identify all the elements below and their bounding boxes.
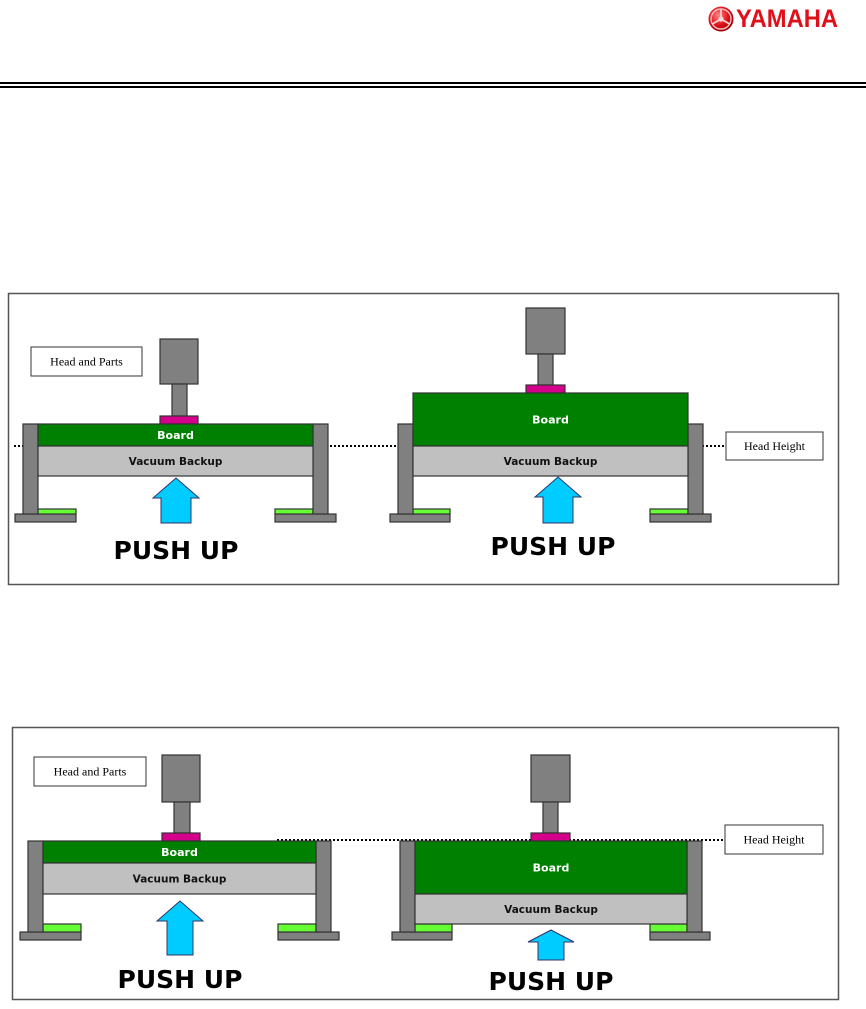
diagram-2-right-push-arrow-icon — [527, 929, 575, 961]
diagram-1-left-vacuum-backup — [37, 445, 314, 477]
header-rule-bottom — [0, 86, 866, 88]
diagram-1-head-and-parts-label-text: Head and Parts — [50, 355, 123, 369]
diagram-2-left-foot-left — [19, 931, 82, 941]
diagram-2-right-pad-left — [414, 923, 453, 933]
diagram-2-right-foot-left — [391, 931, 453, 941]
diagram-2-right-vacuum-label: Vacuum Backup — [504, 904, 598, 916]
diagram-2-right-push-up-label: PUSH UP — [489, 967, 614, 996]
diagram-2-left-post-right — [315, 840, 332, 933]
diagram-2-right-post-right — [686, 840, 703, 933]
diagram-2-right-component-part — [530, 832, 571, 842]
diagram-1-left-vacuum-label: Vacuum Backup — [129, 456, 223, 468]
diagram-2-right-board — [414, 840, 688, 895]
diagram-1-head-height-label-box — [725, 431, 824, 461]
diagram-2-left-push-up-label: PUSH UP — [118, 965, 243, 994]
diagram-1-right-board-label: Board — [532, 414, 569, 427]
diagram-2-right-nozzle-stem — [542, 801, 559, 834]
diagram-1-left-board-label: Board — [157, 429, 194, 442]
diagram-1-head-and-parts-label-box — [30, 346, 143, 377]
diagram-2-right-post-left — [399, 840, 416, 933]
diagram-2-left-head-block — [161, 754, 201, 803]
diagram-2-left-pad-right — [277, 923, 317, 933]
diagram-1-right-vacuum-backup — [412, 445, 689, 477]
header-rule-top — [0, 82, 866, 84]
diagram-1-left-push-up-label: PUSH UP — [114, 536, 239, 565]
diagram-2-right-pad-right — [649, 923, 688, 933]
diagram-2-head-height-label-text: Head Height — [744, 833, 806, 847]
diagram-1-right-push-arrow-icon — [533, 476, 583, 524]
diagram-2-left-vacuum-backup — [42, 862, 317, 895]
diagram-2-left-post-left — [27, 840, 44, 933]
diagram-2-left-component-part — [161, 832, 201, 842]
diagram-2-right-foot-right — [649, 931, 711, 941]
diagram-1-right-push-up-label: PUSH UP — [491, 532, 616, 561]
diagram-2-left-pad-left — [42, 923, 82, 933]
tuning-fork-emblem-icon — [708, 6, 734, 32]
diagram-1-head-height-label-text: Head Height — [744, 439, 806, 453]
diagram-2-head-and-parts-label-text: Head and Parts — [54, 765, 127, 779]
diagram-2-right-vacuum-backup — [414, 893, 688, 925]
diagram-2-left-nozzle-stem — [173, 801, 191, 834]
diagram-2-left-vacuum-label: Vacuum Backup — [133, 874, 227, 886]
diagram-1-right-board — [412, 392, 689, 447]
diagram-2-left-foot-right — [277, 931, 340, 941]
diagram-2-left-board-label: Board — [161, 846, 198, 859]
diagram-1-right-head-block — [525, 307, 566, 355]
diagram-2-right-board-label: Board — [533, 862, 570, 875]
diagram-2-head-height-label-box — [724, 824, 824, 855]
diagram-2-right-head-block — [530, 754, 571, 803]
diagram-2-left-push-arrow-icon — [155, 900, 205, 956]
diagram-1-left-push-arrow-icon — [151, 477, 201, 524]
yamaha-logo: YAMAHA — [708, 3, 843, 35]
diagram-1-right-vacuum-label: Vacuum Backup — [504, 456, 598, 468]
logo-text: YAMAHA — [736, 4, 839, 33]
diagram-2-head-and-parts-label-box — [33, 756, 147, 787]
